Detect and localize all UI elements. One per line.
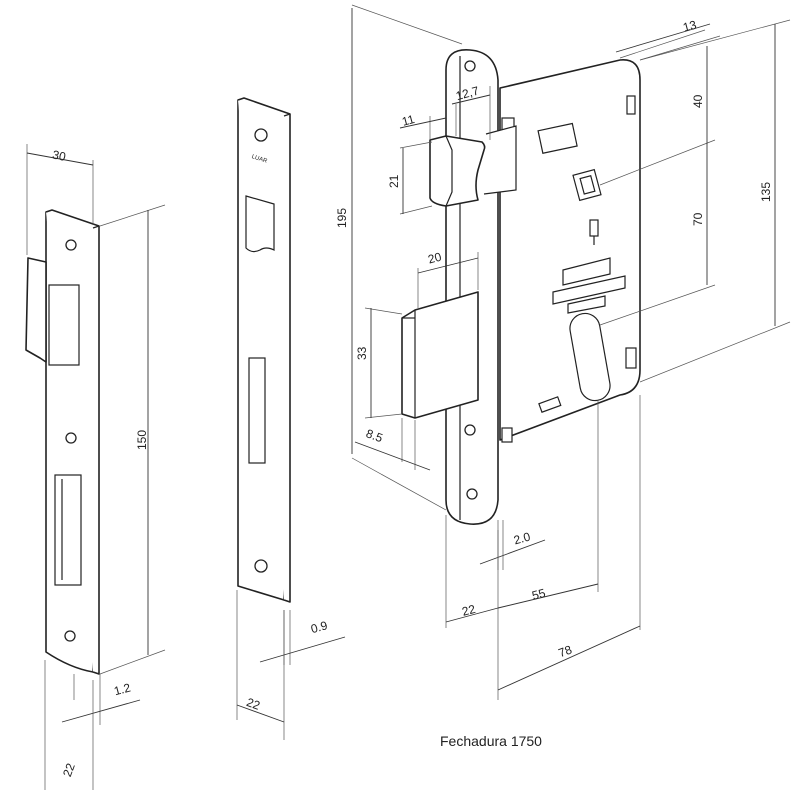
dim-latch-width: 11 xyxy=(400,112,416,129)
lock-body xyxy=(401,49,641,525)
dim-case-length: 78 xyxy=(556,642,574,660)
dim-faceplate-width: 22 xyxy=(460,602,477,619)
dim-backset: 55 xyxy=(530,586,547,603)
dim-case-depth: 13 xyxy=(681,18,698,35)
strike-dimension-lines xyxy=(26,144,166,790)
dim-hub-to-key: 70 xyxy=(691,212,705,226)
dim-bolt-depth: 20 xyxy=(426,250,443,267)
dim-latch-depth: 12,7 xyxy=(454,83,480,103)
dim-bolt-offset: 8.5 xyxy=(364,426,385,445)
dim-front-thickness: 2.0 xyxy=(512,529,532,547)
dim-case-height: 135 xyxy=(759,182,773,202)
dim-bolt-height: 33 xyxy=(355,346,369,360)
plate-dimension-lines xyxy=(236,590,346,740)
dim-plate-width: 22 xyxy=(245,695,263,713)
strike-plate xyxy=(25,209,100,675)
dim-strike-height: 150 xyxy=(135,430,149,450)
strike-plate-brand: LUAR xyxy=(251,154,269,165)
drawing-caption: Fechadura 1750 xyxy=(440,733,542,749)
flat-plate xyxy=(237,97,291,603)
lock-dimension-lines xyxy=(351,4,791,700)
dim-latch-height: 21 xyxy=(387,174,401,188)
dim-strike-thickness: 1.2 xyxy=(112,680,132,698)
dim-top-to-hub: 40 xyxy=(691,94,705,108)
dim-front-height: 195 xyxy=(335,208,349,228)
dim-strike-face-width: 22 xyxy=(60,761,78,779)
dim-plate-thickness: 0.9 xyxy=(309,618,329,636)
dim-strike-width: 30 xyxy=(51,148,67,165)
